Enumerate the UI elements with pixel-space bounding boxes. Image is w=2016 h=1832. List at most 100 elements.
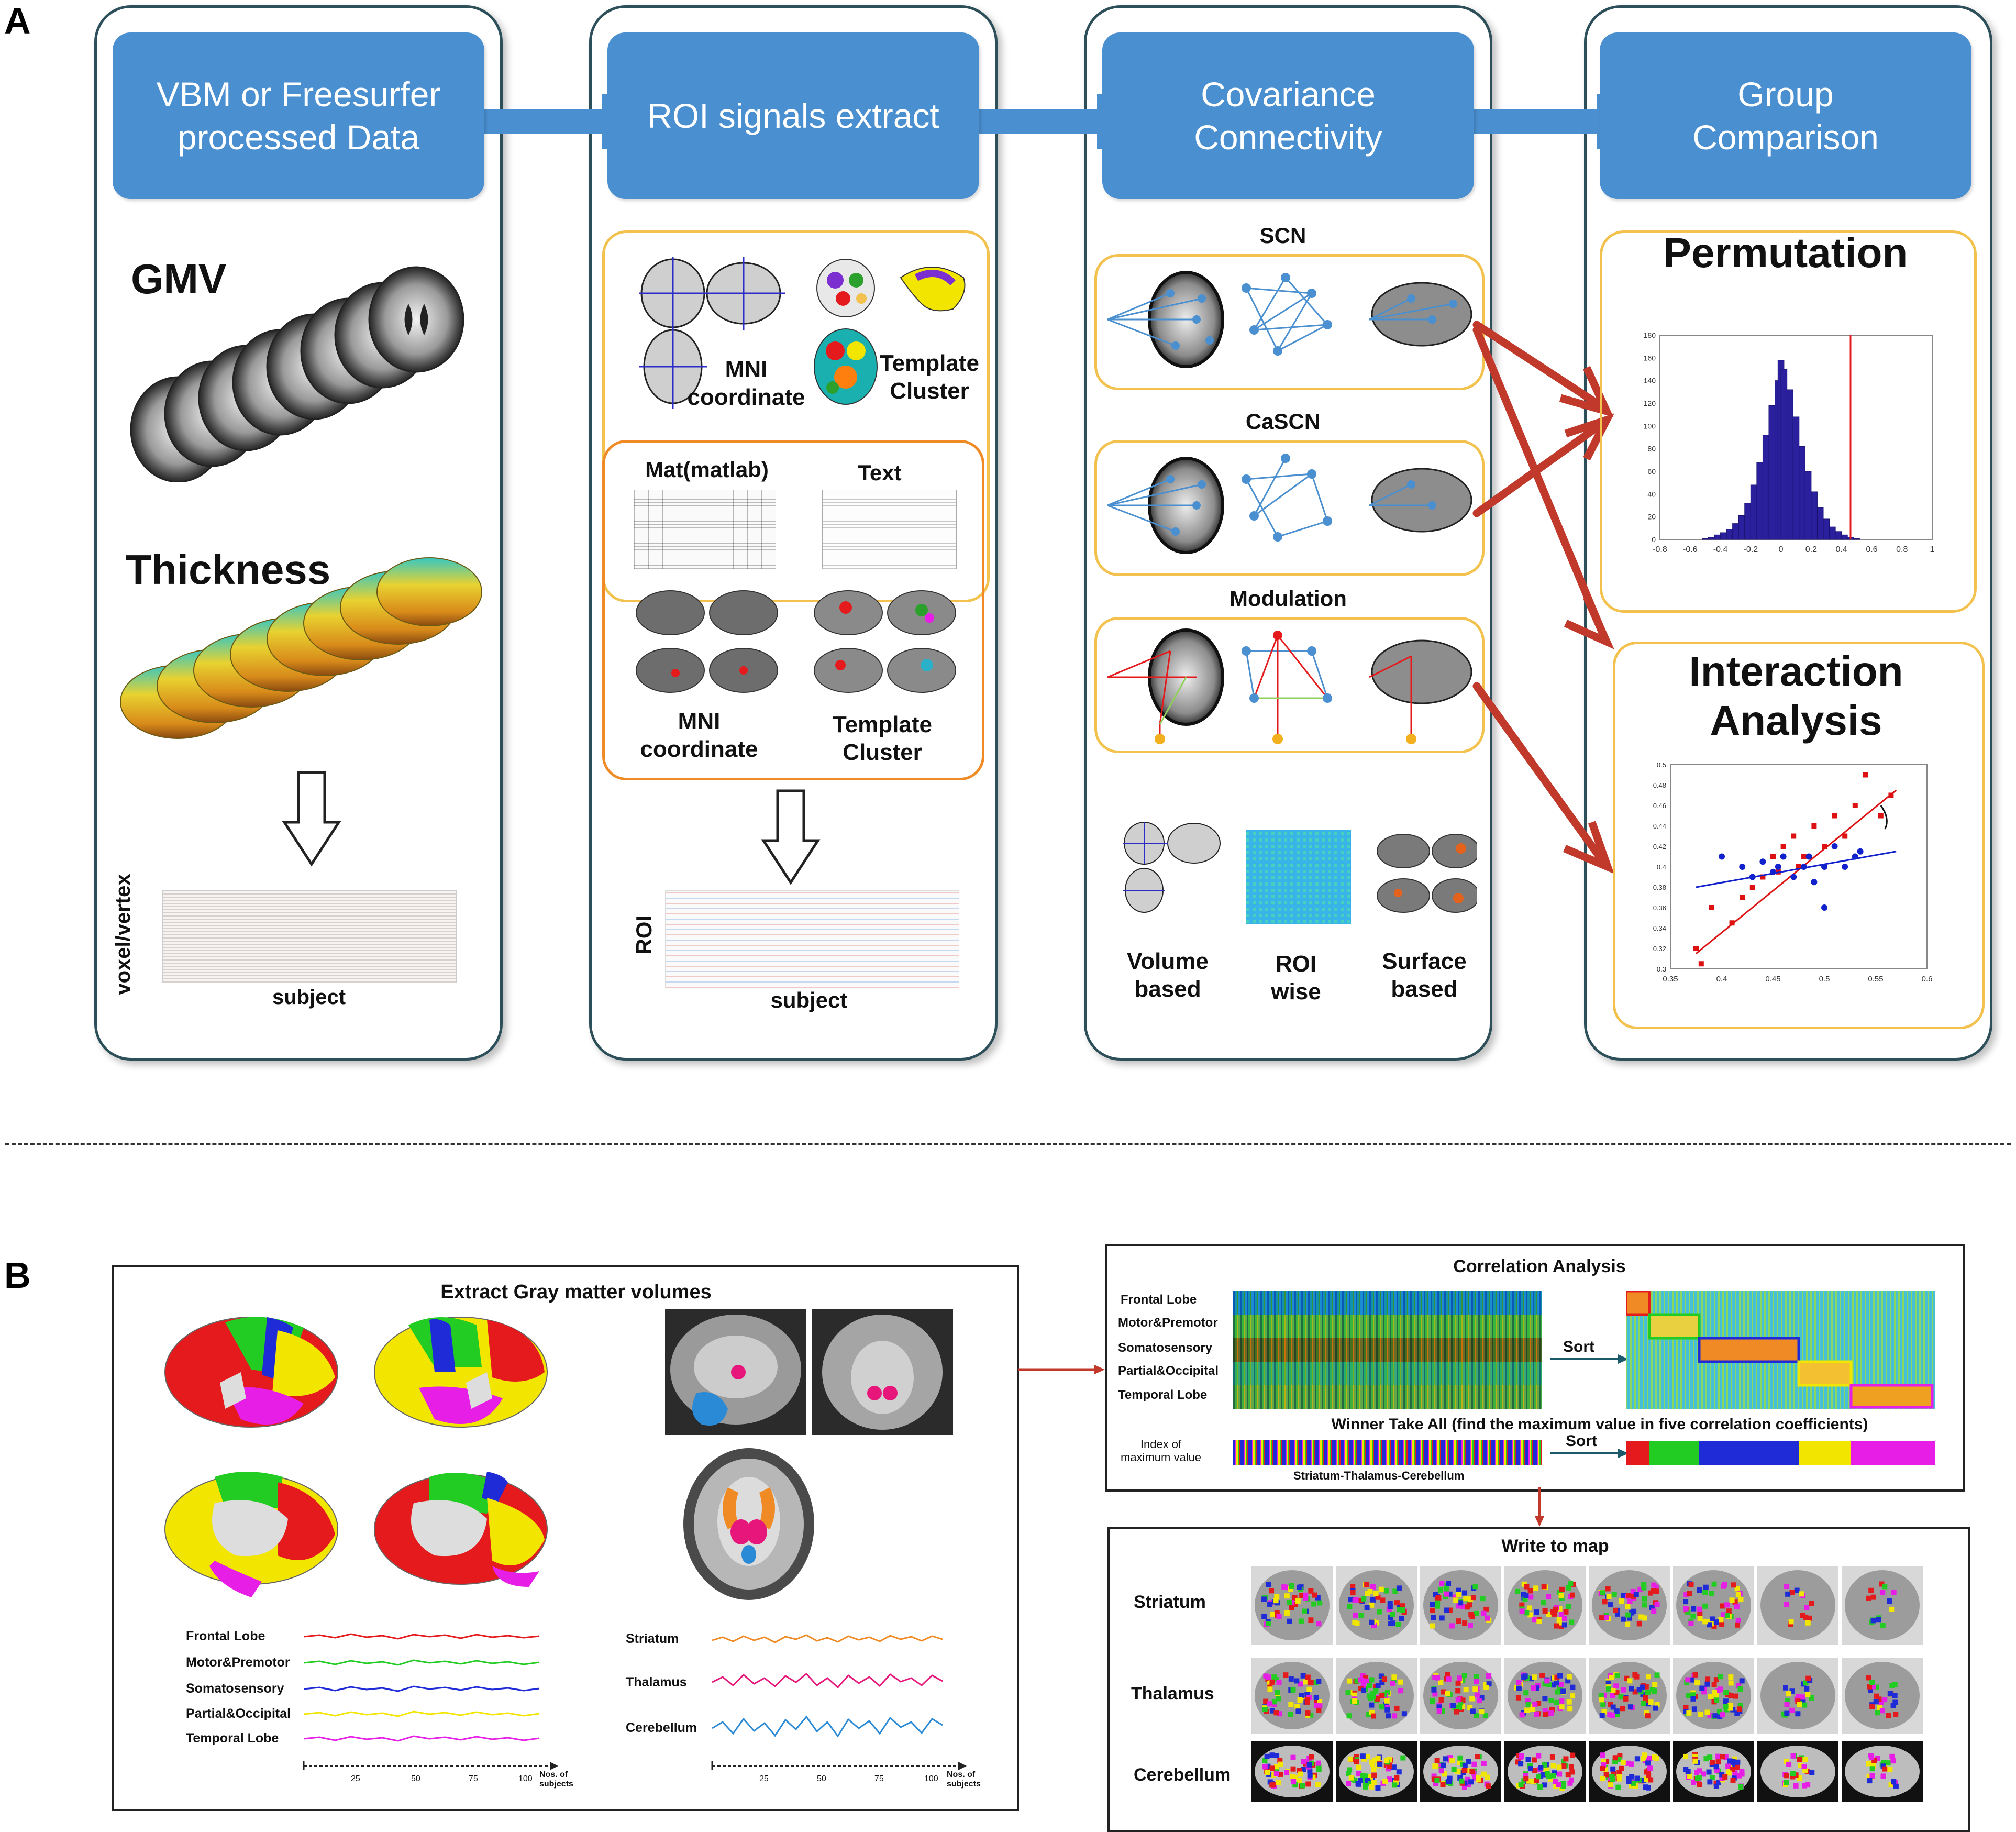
histogram-bar-15: [1787, 389, 1793, 540]
scatter-x-tick-0: 0.35: [1663, 975, 1678, 984]
mni-volume-views: [639, 257, 785, 409]
cortical-tick-50: 50: [411, 1774, 420, 1783]
wta-title: Winner Take All (find the maximum value …: [1331, 1416, 1868, 1433]
scatter-x-tick-4: 0.55: [1868, 975, 1883, 984]
scatter-point-1-0: [1719, 853, 1725, 860]
perm-x-tick-4: 0: [1779, 545, 1784, 554]
histogram-bar-2: [1714, 534, 1721, 540]
histogram-bar-5: [1732, 523, 1739, 540]
extract-to-correlation-arrow: [1018, 1365, 1105, 1374]
signal-label-thalamus: Thalamus: [626, 1675, 687, 1690]
fit-line-1: [1696, 851, 1897, 888]
mat-format-label: Mat(matlab): [645, 457, 769, 482]
scatter-point-0-7: [1770, 854, 1776, 859]
perm-y-tick-1: 20: [1647, 513, 1656, 521]
histogram-bar-0: [1702, 538, 1709, 540]
scatter-point-1-9: [1805, 853, 1812, 860]
trace-somatosensory: [303, 1685, 540, 1692]
scatter-point-0-18: [1863, 772, 1868, 778]
perm-y-tick-8: 160: [1644, 354, 1656, 362]
lateral-right-surface: [374, 1317, 548, 1428]
permutation-title: Permutation: [1663, 229, 1908, 276]
scatter-y-tick-9: 0.48: [1653, 781, 1666, 789]
histogram-bar-16: [1792, 416, 1800, 540]
perm-x-tick-7: 0.6: [1866, 545, 1877, 554]
index-colorbar-unsorted: [1233, 1440, 1542, 1465]
slope-angle-arc: [1880, 805, 1888, 830]
scatter-point-1-13: [1831, 843, 1838, 849]
histogram-bar-18: [1804, 471, 1812, 540]
scatter-point-0-1: [1698, 961, 1704, 967]
trace-motor: [303, 1659, 540, 1666]
scatter-point-1-7: [1790, 874, 1797, 880]
template-cluster-label: Template Cluster: [880, 350, 979, 404]
perm-x-tick-3: -0.2: [1744, 545, 1758, 554]
scatter-y-tick-10: 0.5: [1657, 761, 1666, 769]
histogram-bar-1: [1708, 537, 1715, 540]
roi-format-box: [602, 440, 984, 780]
interaction-box: [1613, 642, 1985, 1029]
sort-label-bottom: Sort: [1566, 1432, 1597, 1450]
red-arrow-scn-permutation: [1472, 321, 1609, 413]
cortical-tick-100: 100: [518, 1774, 533, 1783]
sorted-block-temporal: [1849, 1384, 1934, 1409]
template-cluster-label-2: Template Cluster: [833, 712, 932, 765]
step-4-header: Group Comparison: [1600, 32, 1971, 199]
modulation-label: Modulation: [1229, 586, 1347, 611]
trace-cerebellum: [712, 1715, 943, 1738]
map-row-label-striatum: Striatum: [1134, 1592, 1206, 1612]
connectivity-outputs: [1123, 822, 1477, 924]
col1-data-matrix: [162, 890, 457, 983]
cortical-lobe-surfaces: [164, 1317, 548, 1597]
subcortical-tick-75: 75: [874, 1774, 884, 1783]
subcortical-tick-50: 50: [817, 1774, 826, 1783]
index-colorbar-sorted: [1626, 1441, 1935, 1465]
histogram-bar-11: [1768, 405, 1776, 540]
correlation-title: Correlation Analysis: [1453, 1256, 1626, 1276]
histogram-bar-9: [1756, 462, 1763, 540]
perm-y-tick-9: 180: [1644, 331, 1656, 339]
col2-roi-matrix: [665, 890, 959, 988]
subcortical-signal-traces: [711, 1634, 967, 1770]
scatter-point-0-16: [1842, 833, 1848, 839]
trace-thalamus: [712, 1672, 943, 1689]
scatter-point-1-1: [1739, 864, 1746, 870]
scatter-y-tick-5: 0.4: [1657, 863, 1666, 871]
scatter-y-tick-1: 0.32: [1653, 945, 1666, 953]
fit-line-0: [1696, 789, 1897, 954]
sort-arrow-top: [1550, 1354, 1629, 1364]
histogram-bar-7: [1744, 503, 1751, 540]
down-arrow-col1: [282, 771, 341, 867]
scatter-y-tick-8: 0.46: [1653, 802, 1666, 810]
step-3-header: Covariance Connectivity: [1102, 32, 1474, 199]
step-flow-arrows: [482, 94, 1631, 149]
scatter-y-tick-2: 0.34: [1653, 924, 1666, 932]
col1-ylabel: voxel/vertex: [112, 874, 135, 995]
down-arrow-col2: [761, 789, 821, 885]
cortical-tick-25: 25: [351, 1774, 360, 1783]
perm-y-tick-6: 120: [1644, 399, 1656, 407]
cascn-row: [1107, 454, 1472, 554]
histogram-bar-19: [1811, 491, 1818, 540]
scatter-point-1-3: [1759, 858, 1766, 865]
roi-wise-label: ROI wise: [1271, 951, 1321, 1005]
panel-separator: [5, 1143, 2011, 1145]
correlation-heatmap-unsorted: [1233, 1291, 1542, 1409]
scatter-point-1-14: [1842, 864, 1848, 870]
scatter-x-tick-3: 0.5: [1819, 975, 1830, 984]
perm-x-tick-0: -0.8: [1653, 545, 1667, 554]
scatter-point-0-17: [1852, 803, 1858, 808]
winner-take-all-maps: [1251, 1566, 1923, 1802]
corr-row-temporal: Temporal Lobe: [1118, 1388, 1208, 1402]
gmv-slice-8: [368, 266, 464, 373]
scatter-y-tick-4: 0.38: [1653, 884, 1666, 891]
cascn-label: CaSCN: [1245, 409, 1321, 434]
trace-frontal: [303, 1633, 540, 1640]
signal-label-striatum: Striatum: [626, 1631, 679, 1646]
perm-y-tick-7: 140: [1644, 377, 1656, 385]
perm-y-tick-3: 60: [1647, 467, 1656, 476]
sort-label-top: Sort: [1563, 1338, 1594, 1355]
corr-row-frontal: Frontal Lobe: [1121, 1293, 1197, 1307]
red-arrow-cascn-permutation: [1472, 417, 1609, 517]
